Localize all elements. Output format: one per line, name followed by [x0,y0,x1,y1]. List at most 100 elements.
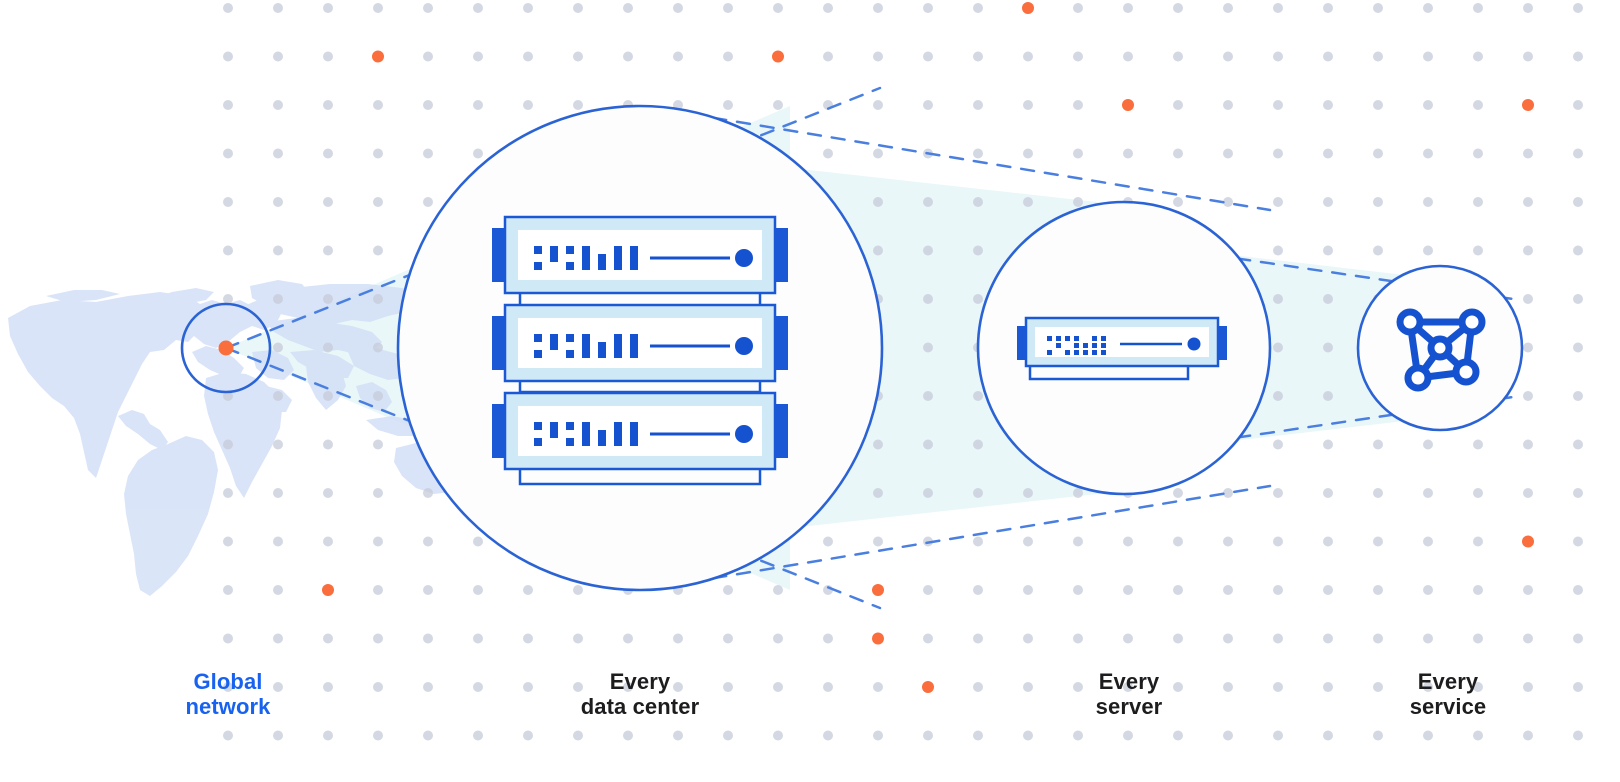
grid-dot [673,682,683,692]
grid-dot [1473,585,1483,595]
network-graph-icon [1396,308,1486,392]
grid-dot [273,391,283,401]
grid-dot [1323,730,1333,741]
label-every-service[interactable]: Every service [1409,669,1487,719]
grid-dot [523,682,533,692]
grid-dot [923,197,933,207]
grid-dot [223,391,233,401]
label-every-data-center[interactable]: Every data center [580,669,700,719]
grid-dot-highlight [872,584,884,596]
grid-dot [1373,148,1383,159]
label-every-server[interactable]: Every server [1095,669,1163,719]
grid-dot [473,100,483,110]
grid-dot [873,488,883,498]
grid-dot [773,100,783,110]
grid-dot [223,536,233,547]
label-global-network[interactable]: Global network [185,669,271,719]
grid-dot [623,3,633,13]
grid-dot [1123,682,1133,692]
grid-dot [273,633,283,644]
grid-dot [473,3,483,13]
grid-dot [1373,197,1383,207]
grid-dot [573,730,583,741]
grid-dot [973,730,983,741]
grid-dot [1273,342,1283,353]
grid-dot [523,3,533,13]
grid-dot [1273,100,1283,110]
grid-dot [273,730,283,741]
grid-dot-highlight [322,584,334,596]
grid-dot [423,488,433,498]
grid-dot [1373,585,1383,595]
grid-dot [323,100,333,110]
grid-dot [1423,439,1433,450]
grid-dot [423,633,433,644]
grid-dot-highlight [872,632,884,645]
grid-dot [473,536,483,547]
grid-dot [1423,488,1433,498]
grid-dot [873,439,883,450]
grid-dot [1523,294,1533,304]
grid-dot [1323,488,1333,498]
grid-dot [323,536,333,547]
grid-dot [1073,633,1083,644]
grid-dot [1523,439,1533,450]
grid-dot [923,294,933,304]
grid-dot [973,488,983,498]
grid-dot [1573,342,1583,353]
grid-dot [1523,585,1533,595]
grid-dot [1273,51,1283,62]
grid-dot [1573,682,1583,692]
grid-dot [273,197,283,207]
grid-dot [923,633,933,644]
grid-dot [1273,730,1283,741]
grid-dot-highlight [1022,2,1034,14]
grid-dot [1123,3,1133,13]
grid-dot [1523,682,1533,692]
grid-dot [873,51,883,62]
grid-dot [223,294,233,304]
grid-dot [1223,51,1233,62]
grid-dot [373,342,383,353]
rack-unit-3 [492,391,788,471]
grid-dot [1423,51,1433,62]
grid-dot [323,51,333,62]
grid-dot [1473,100,1483,110]
rack-led-dots-2 [534,334,638,358]
grid-dot [1323,391,1333,401]
rack-led-dots-1 [534,246,638,270]
grid-dot [823,730,833,741]
grid-dot [1173,633,1183,644]
grid-dot [1173,197,1183,207]
grid-dot [723,682,733,692]
grid-dot [1573,730,1583,741]
grid-dot [373,633,383,644]
grid-dot [623,633,633,644]
grid-dot [323,682,333,692]
server-led-dots [1047,336,1106,355]
grid-dot [373,197,383,207]
grid-dot [573,633,583,644]
grid-dot [1223,3,1233,13]
grid-dot [1123,585,1133,595]
grid-dot [1323,536,1333,547]
grid-dot [873,682,883,692]
grid-dot [1123,148,1133,159]
grid-dot [273,682,283,692]
grid-dot [923,730,933,741]
grid-dot [1373,730,1383,741]
grid-dot [473,51,483,62]
grid-dot [1123,730,1133,741]
grid-dot [823,3,833,13]
grid-dot [923,439,933,450]
grid-dot [573,100,583,110]
grid-dot [223,197,233,207]
grid-dot [1323,682,1333,692]
grid-dot [723,100,733,110]
grid-dot [323,342,333,353]
grid-dot [1223,585,1233,595]
cone-edge-bottom-2 [664,484,1272,588]
grid-dot [373,488,383,498]
